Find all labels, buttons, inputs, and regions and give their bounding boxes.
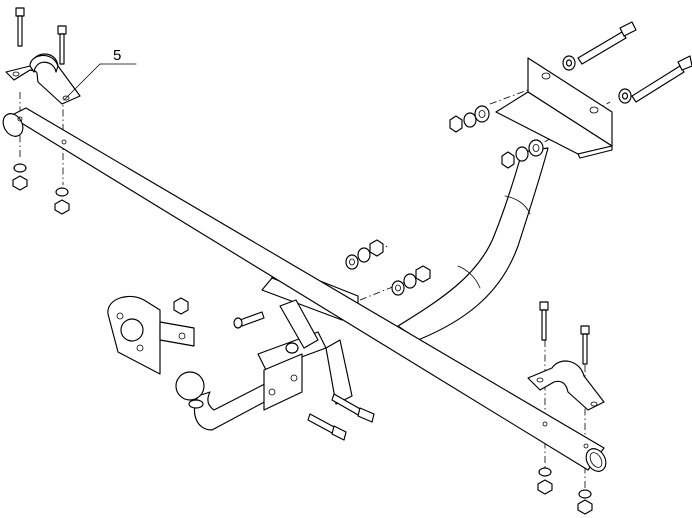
towbar-arm — [193, 299, 353, 431]
left-bolts — [12, 7, 70, 215]
left-clamp-bracket — [5, 53, 81, 105]
electrical-socket-bracket — [107, 295, 195, 375]
angle-bracket — [495, 57, 613, 159]
right-clamp-bracket — [527, 360, 605, 411]
callout-5: 5 — [63, 47, 137, 101]
callout-label: 5 — [113, 47, 121, 64]
right-bolts — [537, 301, 593, 515]
side-arm — [397, 147, 549, 341]
long-bolts-right — [562, 21, 692, 104]
nut-washer-stack-upper — [449, 105, 544, 169]
main-crossbar — [2, 107, 607, 472]
center-bolts — [233, 311, 375, 441]
nut-washer-stack-center — [345, 239, 431, 296]
tow-ball — [175, 371, 205, 409]
